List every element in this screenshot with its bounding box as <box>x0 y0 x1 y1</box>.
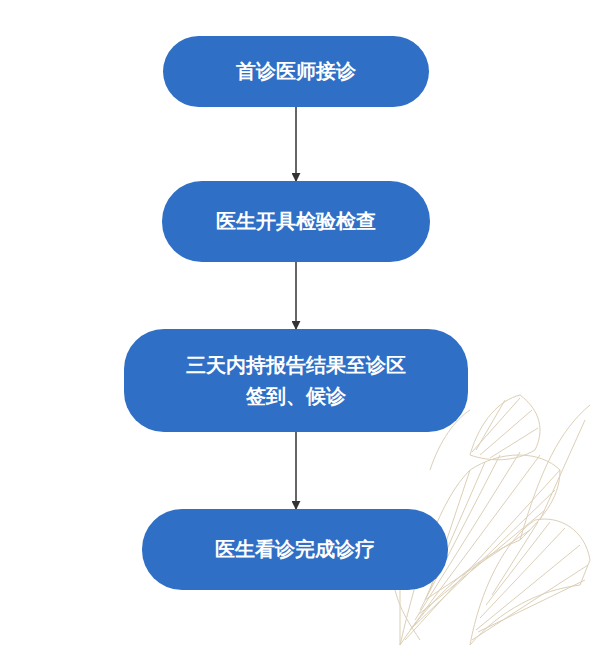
box-label: 医生看诊完成诊疗 <box>215 534 375 565</box>
process-box: 医生看诊完成诊疗 <box>142 509 448 590</box>
box-label: 首诊医师接诊 <box>236 56 356 87</box>
process-box: 首诊医师接诊 <box>163 36 429 107</box>
flow-arrow <box>295 262 297 329</box>
flow-arrow <box>295 107 297 181</box>
flow-arrow <box>295 432 297 509</box>
box-label: 医生开具检验检查 <box>216 206 376 237</box>
process-box: 三天内持报告结果至诊区 签到、候诊 <box>124 329 468 432</box>
process-box: 医生开具检验检查 <box>162 181 430 262</box>
box-label: 三天内持报告结果至诊区 签到、候诊 <box>176 350 416 412</box>
